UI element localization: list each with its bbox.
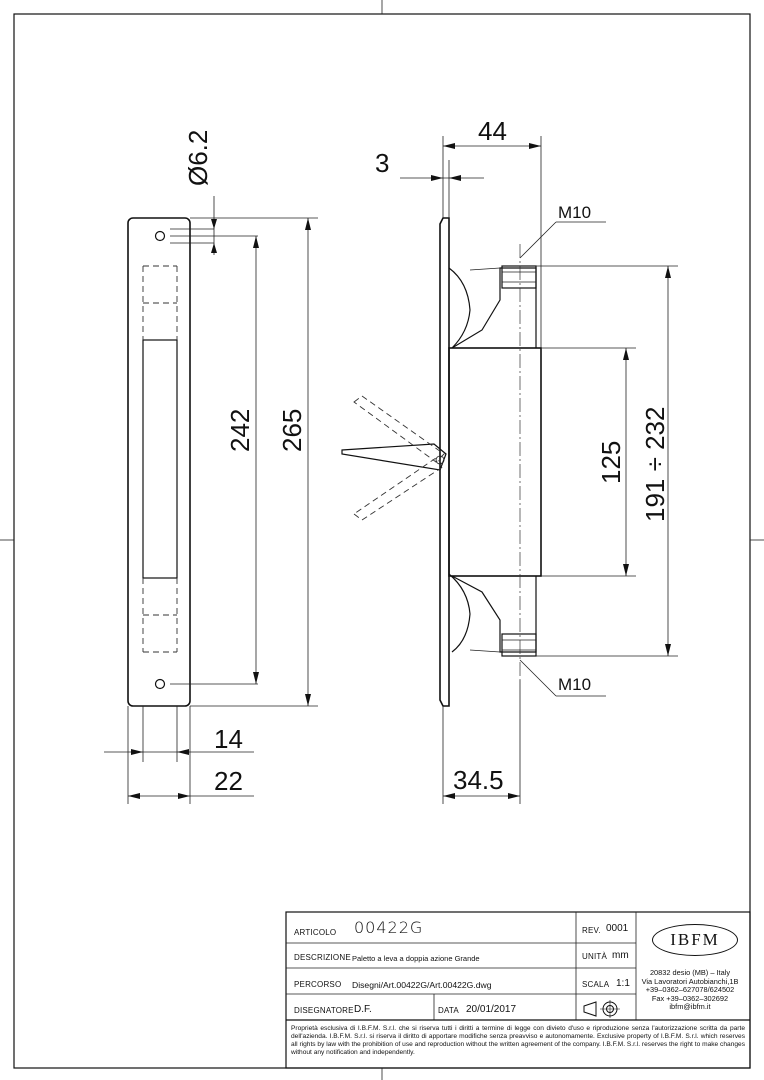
rev-value: 0001: [606, 923, 629, 934]
unita-label: UNITÀ: [582, 952, 607, 961]
lever-phantom-down: [353, 457, 445, 521]
lever-phantom-up: [353, 395, 445, 463]
top-hole: [154, 230, 166, 242]
front-view: Ø6.2 242 265 14: [104, 130, 318, 804]
svg-text:Ø6.2: Ø6.2: [183, 130, 213, 186]
top-thread: [501, 265, 537, 289]
svg-text:44: 44: [478, 116, 507, 146]
svg-text:34.5: 34.5: [453, 765, 504, 795]
svg-text:242: 242: [225, 409, 255, 452]
dim-hole-diameter: Ø6.2: [183, 130, 217, 255]
hidden-bolt-lines: [142, 265, 178, 653]
scala-label: SCALA: [582, 980, 610, 989]
dim-stroke-range: 191 ÷ 232: [536, 265, 678, 657]
bottom-ear: [448, 573, 471, 653]
bolt-slot: [142, 339, 178, 579]
disegnatore-value: D.F.: [354, 1004, 372, 1015]
lever: [341, 443, 447, 471]
svg-text:3: 3: [375, 148, 389, 178]
svg-text:14: 14: [214, 724, 243, 754]
side-plate: [439, 217, 450, 707]
lock-body: [448, 347, 542, 577]
svg-text:265: 265: [277, 409, 307, 452]
thread-callout-top: M10: [519, 203, 606, 259]
dim-slot-width: 14: [104, 706, 254, 762]
dim-body-length: 125: [541, 347, 636, 577]
title-block: ARTICOLO 00422G REV. 0001 DESCRIZIONE Pa…: [286, 912, 750, 1068]
first-angle-projection-icon: [583, 1000, 620, 1018]
upper-arm: [451, 267, 537, 349]
dim-depth-44: 44: [442, 116, 542, 348]
svg-text:22: 22: [214, 766, 243, 796]
company-logo: IBFM: [652, 924, 738, 956]
lower-arm: [451, 575, 537, 653]
rev-label: REV.: [582, 926, 601, 935]
svg-text:191 ÷ 232: 191 ÷ 232: [640, 407, 670, 522]
top-ear: [448, 267, 471, 349]
scala-value: 1:1: [616, 978, 630, 989]
percorso-value: Disegni/Art.00422G/Art.00422G.dwg: [352, 980, 492, 990]
dim-overall-length: 265: [190, 217, 318, 707]
dim-plate-width: 22: [127, 706, 254, 804]
bottom-thread: [501, 633, 537, 657]
descrizione-label: DESCRIZIONE: [294, 953, 351, 962]
percorso-label: PERCORSO: [294, 980, 342, 989]
unita-value: mm: [612, 950, 629, 961]
dim-depth-34-5: 34.5: [442, 680, 521, 804]
data-value: 20/01/2017: [466, 1004, 517, 1015]
bottom-hole: [154, 678, 166, 690]
dim-hole-spacing: 242: [225, 236, 259, 684]
title-block-grid: [285, 911, 751, 1069]
disegnatore-label: DISEGNATORE: [294, 1006, 354, 1015]
svg-text:M10: M10: [558, 675, 591, 694]
svg-text:125: 125: [596, 441, 626, 484]
articolo-value: 00422G: [354, 918, 424, 937]
copyright-notice: Proprietà esclusiva di I.B.F.M. S.r.l. c…: [291, 1025, 745, 1057]
data-label: DATA: [438, 1006, 459, 1015]
thread-callout-bottom: M10: [519, 659, 606, 697]
dim-plate-thickness: 3: [375, 148, 484, 218]
side-view: 3 44 34.5 125: [341, 116, 678, 804]
plate-outline: [127, 217, 191, 707]
articolo-label: ARTICOLO: [294, 928, 337, 937]
svg-text:M10: M10: [558, 203, 591, 222]
company-address: 20832 desio (MB) – Italy Via Lavoratori …: [641, 968, 739, 1012]
descrizione-value: Paletto a leva a doppia azione Grande: [352, 954, 480, 963]
